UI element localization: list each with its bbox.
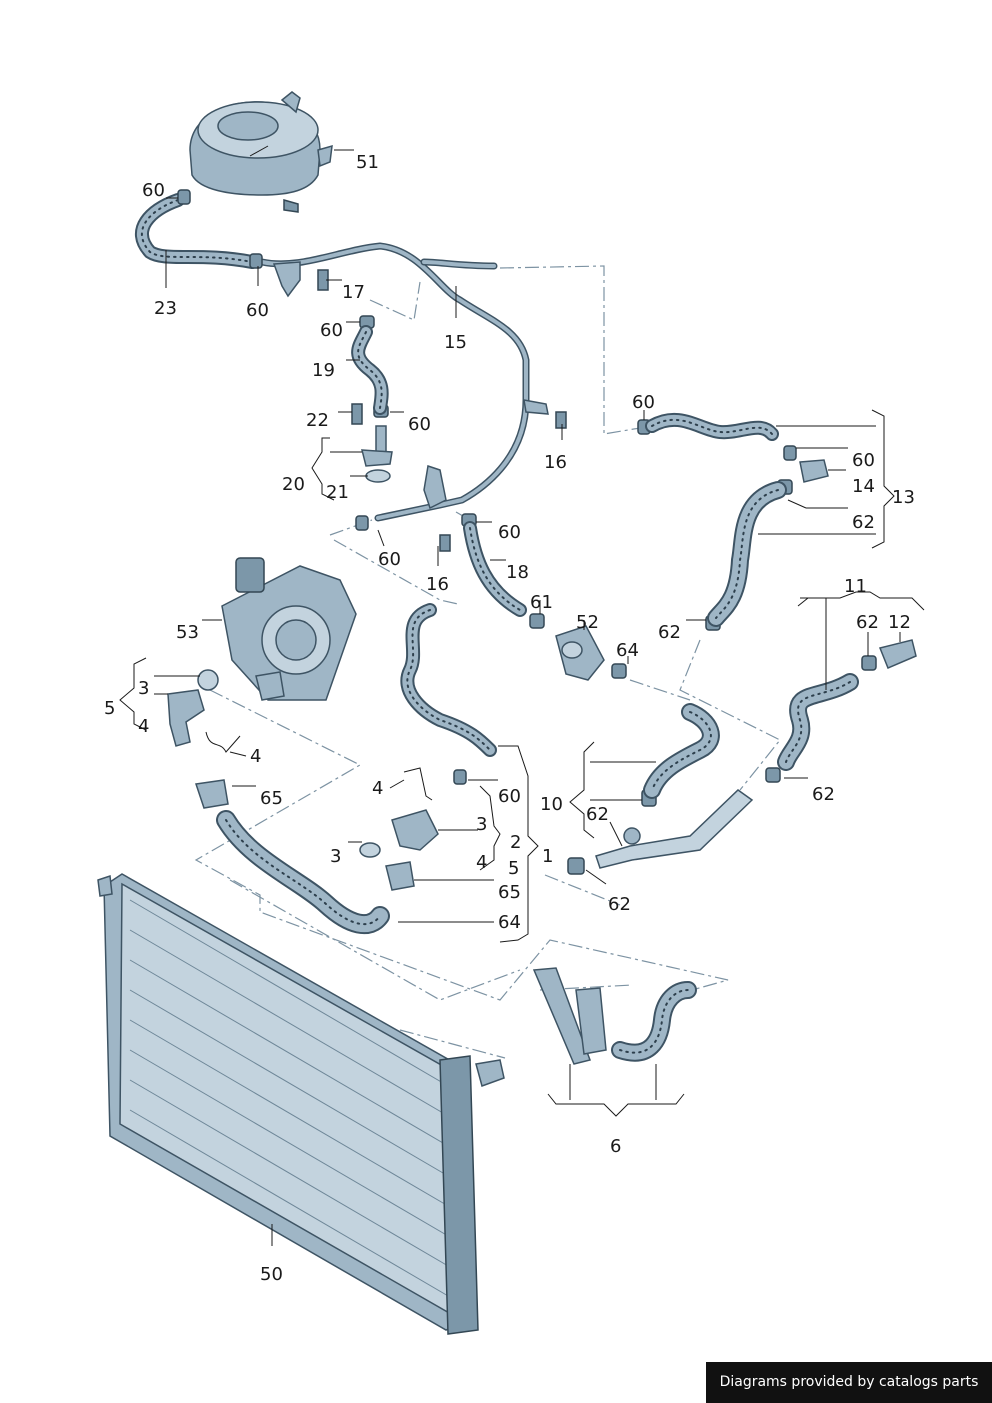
label-3: 3 xyxy=(330,846,341,867)
coolant-pipe-15 xyxy=(258,242,549,522)
label-23: 23 xyxy=(154,298,177,319)
clamp-65 xyxy=(195,779,229,809)
label-4: 4 xyxy=(476,852,487,873)
hose-10 xyxy=(643,703,720,799)
label-3: 3 xyxy=(476,814,487,835)
label-22: 22 xyxy=(306,410,329,431)
label-60: 60 xyxy=(852,450,875,471)
label-18: 18 xyxy=(506,562,529,583)
label-50: 50 xyxy=(260,1264,283,1285)
label-61: 61 xyxy=(530,592,553,613)
label-60: 60 xyxy=(320,320,343,341)
label-17: 17 xyxy=(342,282,365,303)
label-60: 60 xyxy=(408,414,431,435)
label-21: 21 xyxy=(326,482,349,503)
label-19: 19 xyxy=(312,360,335,381)
label-62: 62 xyxy=(658,622,681,643)
label-60: 60 xyxy=(246,300,269,321)
label-11: 11 xyxy=(844,576,867,597)
label-64: 64 xyxy=(498,912,521,933)
label-14: 14 xyxy=(852,476,875,497)
label-13: 13 xyxy=(892,487,915,508)
label-12: 12 xyxy=(888,612,911,633)
coolant-pipe-62 xyxy=(595,789,754,869)
label-5: 5 xyxy=(104,698,115,719)
clamps-upper xyxy=(177,189,877,875)
label-52: 52 xyxy=(576,612,599,633)
expansion-tank xyxy=(189,91,333,213)
label-64: 64 xyxy=(616,640,639,661)
assembly-lines xyxy=(194,265,781,1059)
hose-14 xyxy=(645,413,829,483)
label-4: 4 xyxy=(372,778,383,799)
callout-labels: 51 60 23 60 17 60 15 19 22 60 20 21 16 6… xyxy=(104,152,915,1285)
radiator-fins xyxy=(129,899,456,1301)
radiator-50 xyxy=(97,873,505,1335)
label-62: 62 xyxy=(856,612,879,633)
label-62: 62 xyxy=(586,804,609,825)
hose-mid xyxy=(400,603,497,757)
label-62: 62 xyxy=(812,784,835,805)
hose-64 xyxy=(216,810,390,934)
label-60: 60 xyxy=(378,549,401,570)
label-5: 5 xyxy=(508,858,519,879)
label-62: 62 xyxy=(608,894,631,915)
leader-lines xyxy=(119,149,925,1246)
hose-23 xyxy=(134,193,259,269)
hose-19 xyxy=(351,325,389,415)
label-16: 16 xyxy=(544,452,567,473)
hose-11 xyxy=(777,639,917,771)
label-60: 60 xyxy=(498,786,521,807)
label-20: 20 xyxy=(282,474,305,495)
label-60: 60 xyxy=(632,392,655,413)
connector-3-lower xyxy=(359,767,439,891)
label-3: 3 xyxy=(138,678,149,699)
label-6: 6 xyxy=(610,1136,621,1157)
label-53: 53 xyxy=(176,622,199,643)
thermostat-52 xyxy=(555,625,605,681)
footer-credit: Diagrams provided by catalogs parts xyxy=(706,1362,992,1403)
hose-6 xyxy=(532,967,697,1065)
label-2: 2 xyxy=(510,832,521,853)
water-pump-53 xyxy=(197,557,357,701)
hose-62-upper xyxy=(707,481,787,627)
label-65: 65 xyxy=(260,788,283,809)
label-65: 65 xyxy=(498,882,521,903)
label-60: 60 xyxy=(498,522,521,543)
elbow-3-upper xyxy=(167,689,241,753)
label-10: 10 xyxy=(540,794,563,815)
hose-18 xyxy=(463,521,527,617)
label-16: 16 xyxy=(426,574,449,595)
flange-20 xyxy=(317,269,567,552)
label-51: 51 xyxy=(356,152,379,173)
label-60: 60 xyxy=(142,180,165,201)
label-62: 62 xyxy=(852,512,875,533)
label-1: 1 xyxy=(542,846,553,867)
label-4: 4 xyxy=(250,746,261,767)
label-15: 15 xyxy=(444,332,467,353)
label-4: 4 xyxy=(138,716,149,737)
